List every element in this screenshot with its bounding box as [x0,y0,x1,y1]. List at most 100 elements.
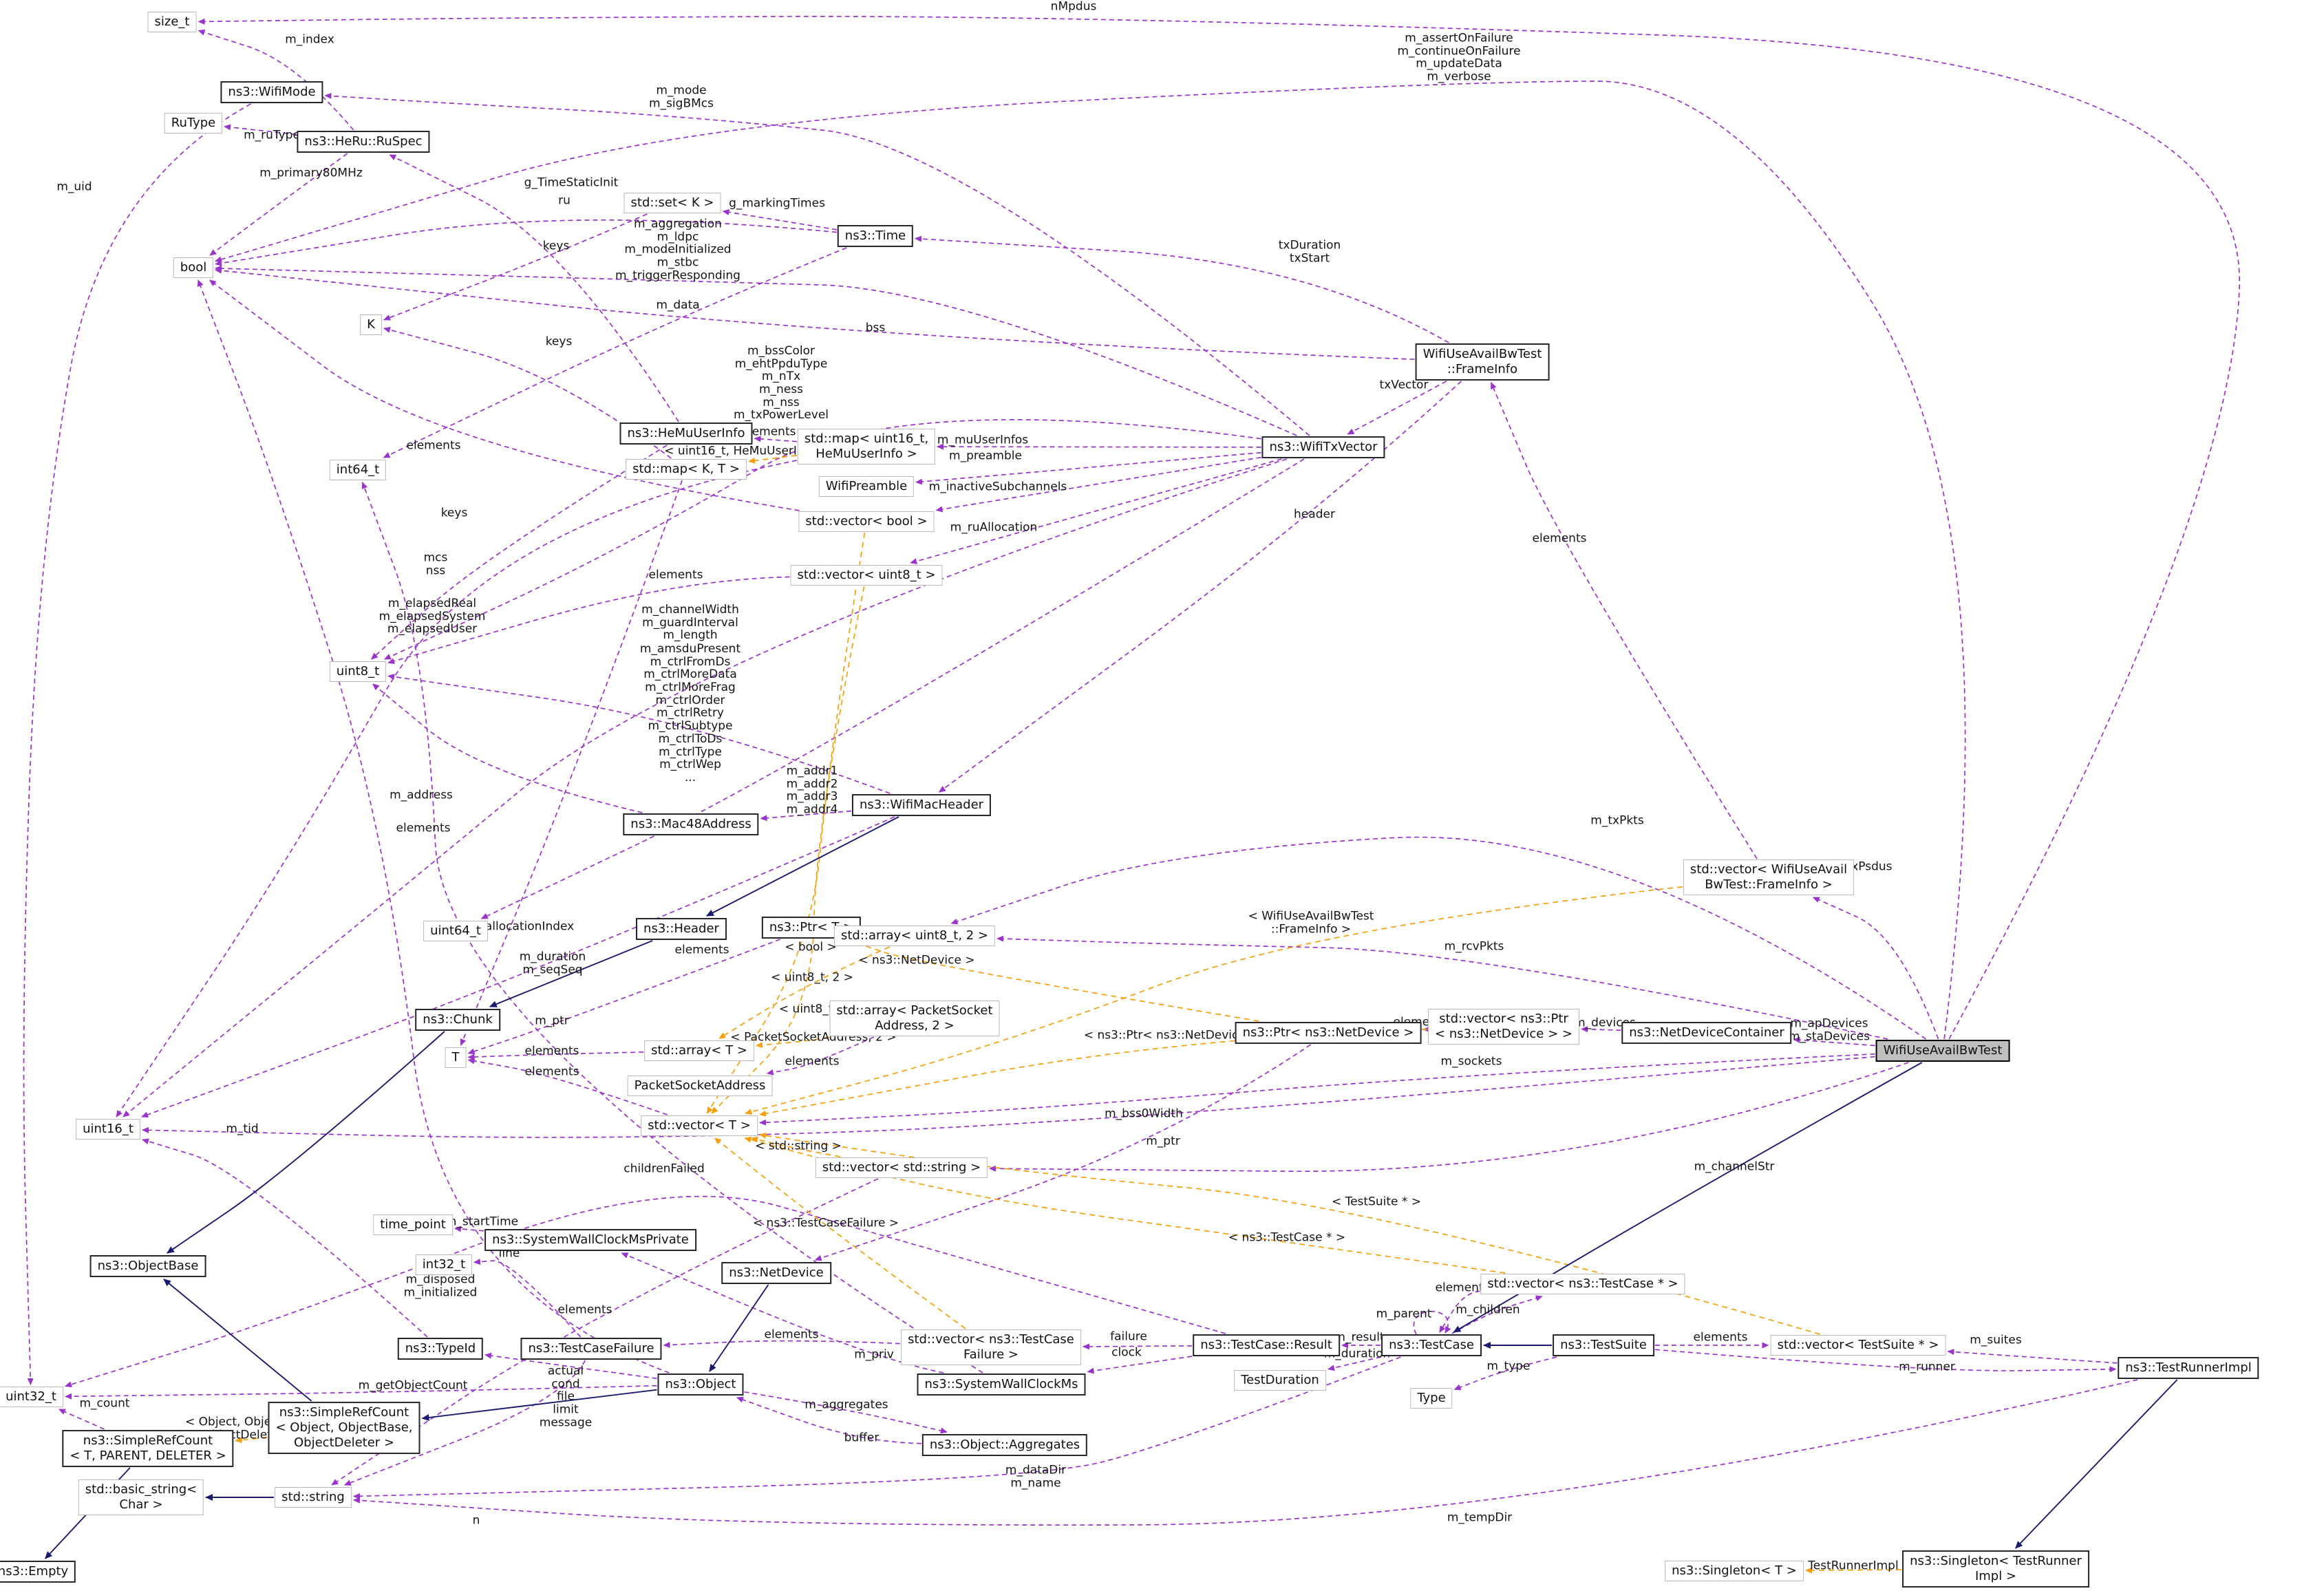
class-node-aggregates[interactable]: ns3::Object::Aggregates [921,1434,1088,1456]
class-node-uint32[interactable]: uint32_t [0,1387,63,1407]
class-node-swcmp[interactable]: ns3::SystemWallClockMsPrivate [484,1229,696,1251]
edge-wifimacheader-header [705,816,899,917]
class-node-vec_fi[interactable]: std::vector< WifiUseAvail BwTest::FrameI… [1683,859,1855,895]
class-node-tcf[interactable]: ns3::TestCaseFailure [520,1338,662,1360]
class-node-map_u16[interactable]: std::map< uint16_t, HeMuUserInfo > [797,429,936,464]
edge-testsuite-type [1453,1356,1557,1391]
edge-wifimacheader-uint8 [387,674,891,794]
class-node-hemuuserinfo[interactable]: ns3::HeMuUserInfo [619,423,753,445]
edge-netdevice-object [709,1284,769,1372]
class-node-objectbase[interactable]: ns3::ObjectBase [89,1255,206,1277]
edge-typeid-uint16 [142,1138,428,1338]
edge-map_u16-hemuuserinfo [754,436,798,442]
class-node-size_t[interactable]: size_t [147,12,197,32]
edge-wifitxvector-vec_bool [935,456,1261,513]
class-node-arr_t[interactable]: std::array< T > [644,1040,754,1061]
edge-ptr_nd-ptr_t [849,939,1259,1022]
class-node-bool[interactable]: bool [173,257,214,278]
class-node-uint8[interactable]: uint8_t [329,661,387,682]
class-node-testduration[interactable]: TestDuration [1234,1370,1326,1391]
edge-main-vec_fi [1812,897,1939,1040]
class-node-vec_tc[interactable]: std::vector< ns3::TestCase * > [1480,1274,1685,1294]
class-node-vec_u8[interactable]: std::vector< uint8_t > [790,565,943,586]
class-node-testsuite[interactable]: ns3::TestSuite [1553,1334,1654,1356]
edge-main-bool [215,81,1966,1040]
class-node-time[interactable]: ns3::Time [837,225,914,247]
class-node-main[interactable]: WifiUseAvailBwTest [1875,1040,2010,1062]
class-node-wifimode[interactable]: ns3::WifiMode [220,81,323,103]
edge-wifimode-uint32 [23,103,251,1385]
class-node-singleton_t[interactable]: ns3::Singleton< T > [1665,1561,1804,1581]
edge-main-uint16 [142,1056,1875,1138]
class-node-frameinfo[interactable]: WifiUseAvailBwTest ::FrameInfo [1415,343,1550,381]
edge-testcase-string [353,1356,1401,1499]
edge-object-aggregates [744,1391,948,1434]
class-node-int64[interactable]: int64_t [329,460,387,480]
edge-wifitxvector-uint16 [122,458,1288,1118]
edge-testsuite-tri [1654,1349,2117,1373]
class-node-src_obj[interactable]: ns3::SimpleRefCount < Object, ObjectBase… [268,1402,420,1454]
class-node-src_tpd[interactable]: ns3::SimpleRefCount < T, PARENT, DELETER… [62,1430,234,1467]
class-node-mac48[interactable]: ns3::Mac48Address [623,813,759,835]
class-node-uint64[interactable]: uint64_t [423,921,488,941]
edge-vec_u8-vec_t [711,586,865,1114]
edge-vec_tcf-tcf [663,1340,901,1348]
class-node-rutype[interactable]: RuType [164,113,223,133]
edge-src_obj-objectbase [163,1279,312,1402]
class-node-wifimacheader[interactable]: ns3::WifiMacHeader [851,794,992,816]
class-node-ruspec[interactable]: ns3::HeRu::RuSpec [297,131,430,153]
edge-wifitxvector-vec_u8 [910,458,1282,564]
class-node-k[interactable]: K [360,314,382,335]
class-node-set_k[interactable]: std::set< K > [623,193,721,213]
class-node-ptr_nd[interactable]: ns3::Ptr< ns3::NetDevice > [1235,1022,1422,1044]
edge-chunk-objectbase [166,1031,445,1254]
class-node-vec_ts[interactable]: std::vector< TestSuite * > [1770,1335,1946,1356]
edge-map_u16-map_kt [748,454,798,464]
edge-wifitxvector-wifipreamble [915,451,1261,485]
class-node-netdevice[interactable]: ns3::NetDevice [721,1262,831,1284]
class-node-vec_t[interactable]: std::vector< T > [641,1115,758,1136]
class-node-testcase[interactable]: ns3::TestCase [1381,1334,1482,1356]
class-node-type[interactable]: Type [1410,1388,1453,1409]
class-node-empty[interactable]: ns3::Empty [0,1561,76,1583]
class-node-wifitxvector[interactable]: ns3::WifiTxVector [1261,436,1385,458]
class-node-tri[interactable]: ns3::TestRunnerImpl [2118,1357,2259,1379]
class-node-object[interactable]: ns3::Object [657,1373,744,1396]
class-node-typeid[interactable]: ns3::TypeId [397,1338,484,1360]
class-node-vec_tcf[interactable]: std::vector< ns3::TestCase Failure > [901,1329,1081,1365]
class-node-t[interactable]: T [445,1047,467,1068]
class-node-header[interactable]: ns3::Header [636,918,727,940]
class-node-chunk[interactable]: ns3::Chunk [415,1009,500,1031]
class-node-result[interactable]: ns3::TestCase::Result [1193,1334,1340,1356]
class-node-timepoint[interactable]: time_point [373,1215,453,1235]
edge-object-src_obj [421,1389,657,1421]
class-node-map_kt[interactable]: std::map< K, T > [626,459,747,480]
edge-main-size_t [198,16,2240,1040]
edge-frameinfo-wifimacheader [939,381,1462,793]
class-node-singleton_tri[interactable]: ns3::Singleton< TestRunner Impl > [1902,1550,2089,1587]
edge-wifimacheader-uint16 [141,816,895,1118]
class-node-vec_str[interactable]: std::vector< std::string > [815,1157,988,1178]
class-node-basicstring[interactable]: std::basic_string< Char > [78,1479,204,1515]
class-node-arr_u8_2[interactable]: std::array< uint8_t, 2 > [833,926,996,946]
edge-vec_bool-bool [209,279,800,511]
edge-main-vec_str [989,1062,1909,1173]
edge-vec_u8-uint8 [387,576,790,665]
edge-vec_tc-vec_t [744,1137,1506,1274]
edge-ruspec-bool [209,153,348,256]
class-node-vec_ptr_nd[interactable]: std::vector< ns3::Ptr < ns3::NetDevice >… [1428,1009,1579,1045]
edge-vec_t-t [467,1058,668,1115]
class-node-int32[interactable]: int32_t [415,1254,473,1275]
class-node-swcm[interactable]: ns3::SystemWallClockMs [917,1373,1086,1396]
edge-object-bool [197,279,670,1373]
class-node-psa[interactable]: PacketSocketAddress [627,1076,773,1096]
edge-mac48-uint8 [372,683,643,813]
class-node-arr_psa[interactable]: std::array< PacketSocket Address, 2 > [829,1001,1000,1036]
class-node-string[interactable]: std::string [275,1487,352,1508]
class-node-wifipreamble[interactable]: WifiPreamble [818,476,915,497]
class-node-ndc[interactable]: ns3::NetDeviceContainer [1621,1022,1792,1044]
class-node-vec_bool[interactable]: std::vector< bool > [798,511,935,532]
class-node-uint16[interactable]: uint16_t [76,1119,140,1140]
edge-result-swcm [1087,1356,1193,1374]
